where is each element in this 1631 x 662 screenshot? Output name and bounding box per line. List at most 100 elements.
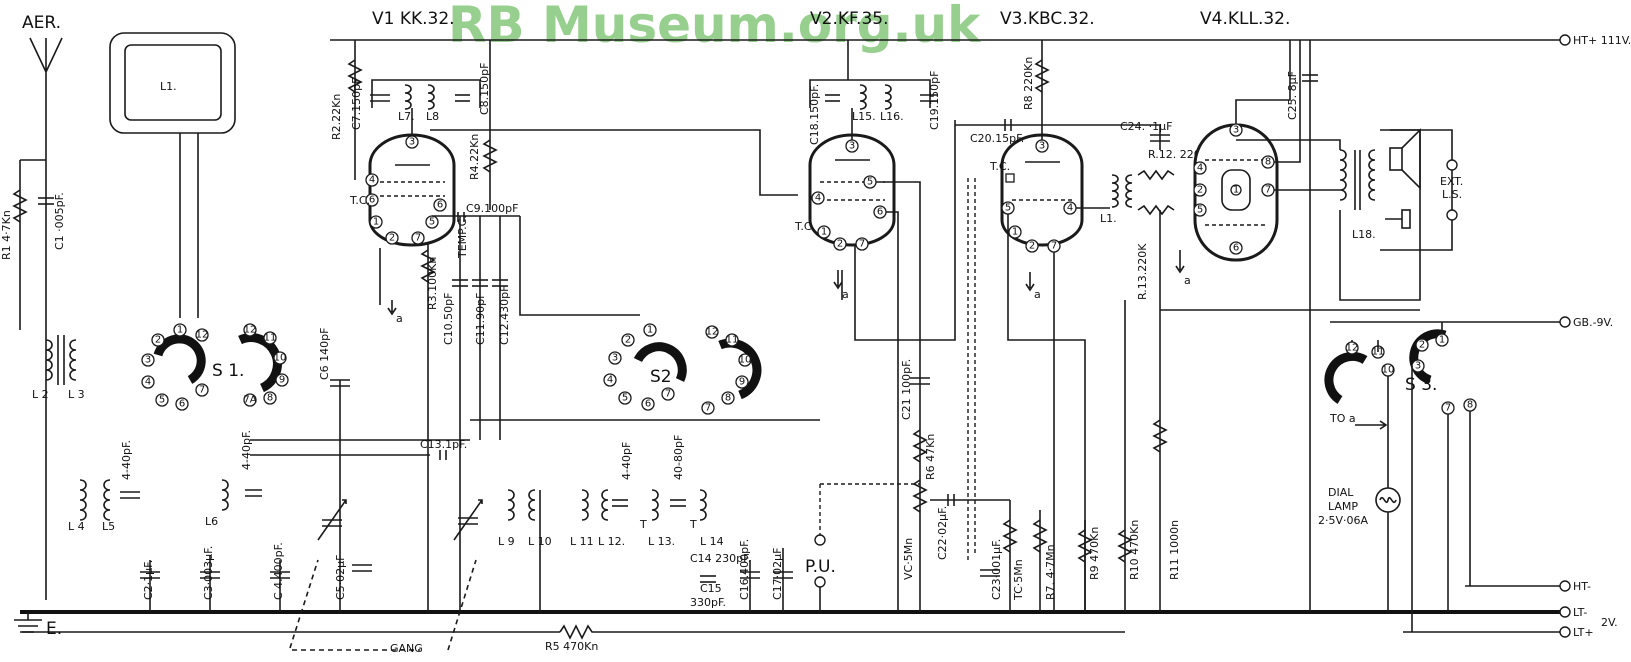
svg-text:8: 8 [725, 393, 731, 404]
svg-text:3: 3 [409, 137, 415, 148]
c15-label-1: C15 [700, 582, 722, 595]
tc-5m-label: TC·5Mn [1012, 559, 1025, 601]
c4-label: C 4.400pF. [272, 542, 285, 600]
svg-text:2: 2 [625, 335, 631, 346]
pickup-section: P.U. [805, 178, 976, 612]
l8-label: L8 [426, 110, 439, 123]
svg-text:4: 4 [815, 193, 821, 204]
earth-label: E. [46, 619, 62, 639]
switch-s1[interactable]: S 1. [153, 333, 282, 393]
c8-label: C8.150pF [478, 63, 491, 115]
svg-text:6: 6 [645, 399, 651, 410]
l2-label: L 2 [32, 388, 49, 401]
tuning-section-1: C3·003µF. L6 4-40pF. C 4.400pF. C6 140pF… [200, 328, 470, 612]
terminals: HT+ 111V. GB.-9V. HT- LT- LT+ 2V. [1559, 34, 1631, 639]
dial-lamp-text-1: DIAL [1328, 486, 1354, 499]
svg-text:11: 11 [264, 333, 277, 344]
v1-title: V1 KK.32. [372, 9, 455, 29]
lt-voltage-label: 2V. [1601, 616, 1618, 629]
svg-text:12: 12 [706, 327, 719, 338]
coil-l2 [45, 339, 53, 381]
v2-circuit: C18.150pF. L15. L16. C19.150pF C21 100pF… [808, 40, 1010, 612]
r9-label: R9 470Kn [1088, 527, 1101, 580]
coil-l4 [79, 479, 87, 521]
dial-lamp-section: TO a DIAL LAMP 2·5V·06A [1318, 322, 1471, 632]
ht-plus-terminal[interactable] [1559, 34, 1571, 46]
gb-label: GB.-9V. [1573, 316, 1613, 329]
pickup-terminal-2[interactable] [814, 576, 826, 588]
ext-ls-terminal-2[interactable] [1446, 209, 1458, 221]
svg-text:7: 7 [199, 385, 205, 396]
pickup-label: P.U. [805, 557, 836, 577]
v2-tc-label: T.C. [794, 220, 815, 233]
svg-text:8: 8 [1467, 400, 1473, 411]
svg-text:11: 11 [726, 335, 739, 346]
s3-label: S 3. [1405, 375, 1437, 395]
l1-out-label: L1. [1100, 212, 1117, 225]
v1-anode-circuit: R2.22Kn C7.150pF L7. L8 C8.150pF R4.22Kn… [250, 40, 798, 612]
s1-label: S 1. [212, 361, 244, 381]
switch-s3[interactable]: S 3. [1324, 329, 1447, 404]
c6-label: C6 140pF [318, 328, 331, 380]
svg-text:4: 4 [1067, 203, 1073, 214]
pickup-terminal-1[interactable] [814, 534, 826, 546]
r7-label: R7. 4·7Mn [1044, 544, 1057, 600]
l4-label: L 4 [68, 520, 85, 533]
svg-text:3: 3 [145, 355, 151, 366]
svg-text:7: 7 [1051, 241, 1057, 252]
gang-label: GANG [390, 642, 423, 655]
oscillator-coil-bank: L 9 L 10 L 11 L 12. 4-40pF L 13. T 40-80… [498, 435, 793, 612]
c16-label: C16.400pF. [738, 539, 751, 600]
l9-label: L 9 [498, 535, 515, 548]
v3-a-label: a [1034, 288, 1041, 301]
r1-label: R1 4·7Kn [0, 210, 13, 260]
s3-pins: 12 11 10 2 1 3 7 8 [1345, 333, 1477, 415]
ht-minus-terminal[interactable] [1559, 580, 1571, 592]
l13-label: L 13. [648, 535, 675, 548]
svg-text:7: 7 [705, 403, 711, 414]
lt-plus-terminal[interactable] [1559, 626, 1571, 638]
l11-label: L 11 [570, 535, 594, 548]
svg-text:4: 4 [145, 377, 151, 388]
valve-v2: 3 4 5 6 1 2 7 T.C. a [794, 133, 896, 301]
frame-aerial-label: L1. [160, 80, 177, 93]
l18-label: L18. [1352, 228, 1376, 241]
svg-text:2: 2 [1419, 340, 1425, 351]
ext-ls-terminal-1[interactable] [1446, 159, 1458, 171]
svg-text:6: 6 [179, 399, 185, 410]
valve-v4: 3 4 2 5 8 7 6 1 [1193, 123, 1279, 262]
svg-text:2: 2 [389, 233, 395, 244]
l12-label: L 12. [598, 535, 625, 548]
svg-text:6: 6 [877, 207, 883, 218]
svg-text:7: 7 [859, 239, 865, 250]
v2-a-label: a [842, 288, 849, 301]
svg-text:1: 1 [177, 325, 183, 336]
svg-text:6: 6 [1233, 243, 1239, 254]
svg-text:12: 12 [244, 325, 257, 336]
t-label-1: T [639, 518, 647, 531]
svg-text:4: 4 [607, 375, 613, 386]
c7-label: C7.150pF [350, 78, 363, 130]
c22-label: C22·02µF. [936, 506, 949, 560]
v4-a-label: a [1184, 274, 1191, 287]
coil-l5 [103, 479, 111, 521]
r8-label: R8 220Kn [1022, 57, 1035, 110]
trimmer-40-80-label: 40-80pF [672, 435, 685, 480]
c17-label: C17·02µF [771, 548, 784, 601]
lt-plus-label: LT+ [1573, 626, 1594, 639]
l14-label: L 14 [700, 535, 724, 548]
svg-text:8: 8 [1265, 157, 1271, 168]
gb-terminal[interactable] [1559, 316, 1571, 328]
aerial-symbol [29, 37, 63, 600]
svg-text:2: 2 [837, 239, 843, 250]
c15-label-2: 330pF. [690, 596, 726, 609]
resistor-r1 [12, 189, 28, 223]
trimmer-4-40-c-label: 4-40pF [620, 442, 633, 480]
svg-text:3: 3 [849, 141, 855, 152]
svg-text:1: 1 [1439, 335, 1445, 346]
v3-circuit: R8 220Kn C20.15pF. C24. ·1µF C23·001µF. … [955, 40, 1173, 612]
v1-a-label: a [396, 312, 403, 325]
ht-minus-label: HT- [1573, 580, 1591, 593]
svg-text:5: 5 [159, 395, 165, 406]
lt-minus-terminal[interactable] [1559, 606, 1571, 618]
